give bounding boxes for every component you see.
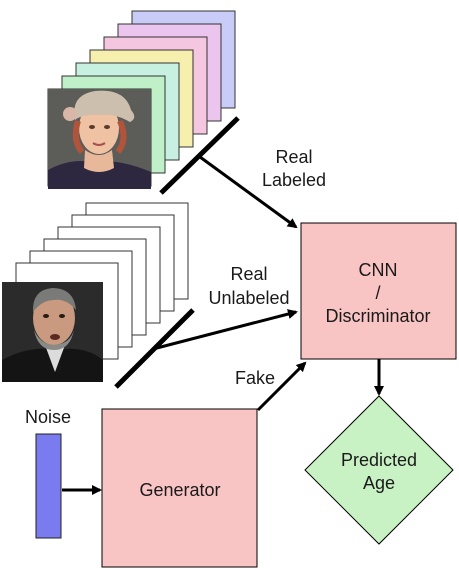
- real-labeled-arrow: [200, 157, 296, 227]
- age-label: Age: [363, 473, 395, 493]
- discriminator-label: Discriminator: [325, 306, 430, 326]
- real-unlabeled-label-line1: Real: [230, 264, 267, 284]
- labeled-photo: [48, 89, 151, 189]
- predicted-age-diamond: [305, 396, 453, 544]
- unlabeled-photo: [2, 282, 103, 382]
- fake-label: Fake: [235, 368, 275, 388]
- noise-label: Noise: [25, 407, 71, 427]
- predicted-label: Predicted: [341, 450, 417, 470]
- generator-label: Generator: [139, 480, 220, 500]
- real-labeled-label-line2: Labeled: [262, 170, 326, 190]
- real-labeled-label-line1: Real: [275, 147, 312, 167]
- cnn-slash-label: /: [375, 283, 380, 303]
- real-unlabeled-label-line2: Unlabeled: [208, 288, 289, 308]
- cnn-label: CNN: [359, 260, 398, 280]
- noise-vector: [36, 434, 61, 538]
